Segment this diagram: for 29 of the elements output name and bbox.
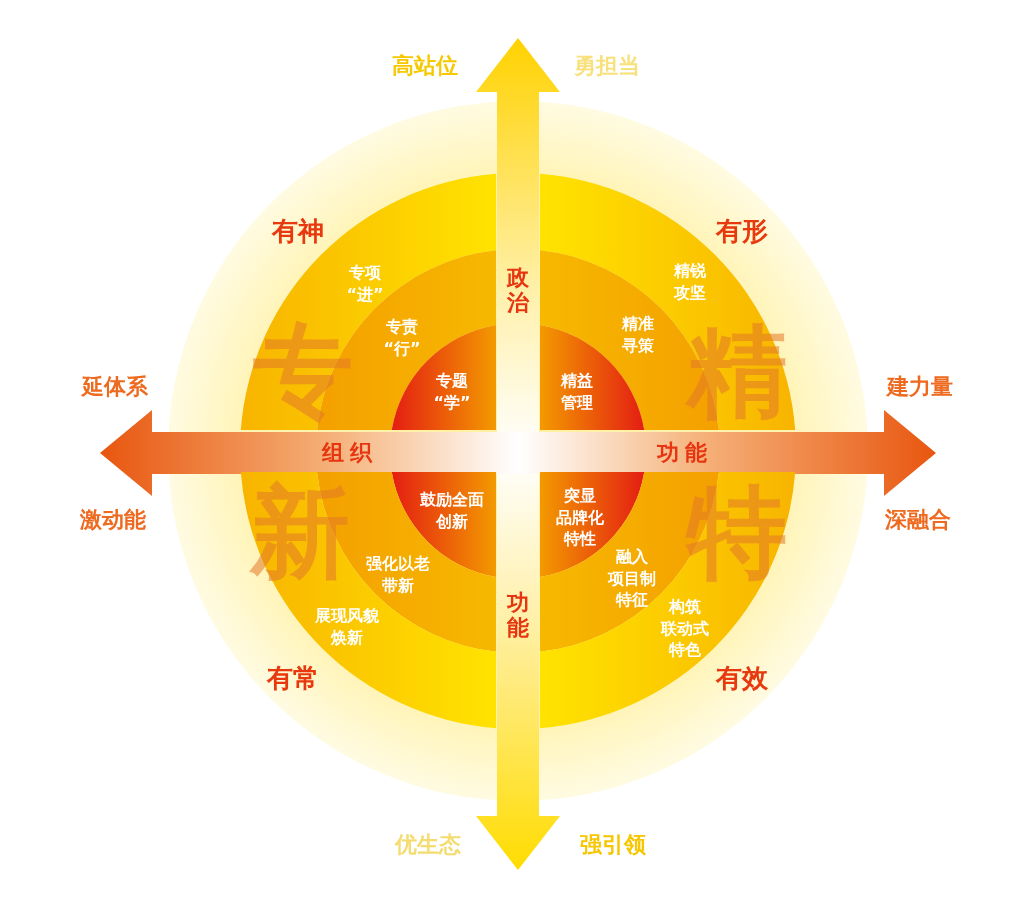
quadrant-title: 有常 xyxy=(267,665,319,691)
background-character: 特 xyxy=(687,483,787,583)
axis-label: 强引领 xyxy=(580,834,646,856)
axis-label: 激动能 xyxy=(80,509,146,531)
background-character: 专 xyxy=(253,322,353,422)
axis-label: 延体系 xyxy=(82,376,148,398)
segment-label: 专责“行” xyxy=(383,316,421,360)
segment-label: 专项“进” xyxy=(346,262,384,306)
background-character: 精 xyxy=(687,322,787,422)
segment-label: 精准寻策 xyxy=(622,313,654,357)
segment-label: 鼓励全面创新 xyxy=(420,489,484,533)
arrow-label: 功能 xyxy=(507,589,529,641)
arrow-label: 组织 xyxy=(322,440,378,466)
quadrant-title: 有神 xyxy=(272,218,324,244)
arrow-label: 功能 xyxy=(657,440,713,466)
axis-label: 勇担当 xyxy=(574,55,640,77)
segment-label: 展现风貌焕新 xyxy=(315,605,379,649)
arrow-label: 政治 xyxy=(507,264,529,316)
segment-label: 强化以老带新 xyxy=(366,553,430,597)
axis-label: 深融合 xyxy=(885,509,951,531)
segment-label: 构筑联动式特色 xyxy=(661,595,709,661)
segment-label: 精锐攻坚 xyxy=(674,260,706,304)
quadrant-title: 有效 xyxy=(716,665,768,691)
segment-label: 精益管理 xyxy=(561,370,593,414)
segment-label: 突显品牌化特性 xyxy=(556,484,604,550)
axis-label: 建力量 xyxy=(887,376,953,398)
segment-label: 专题“学” xyxy=(433,370,471,414)
quadrant-title: 有形 xyxy=(716,218,768,244)
segment-label: 融入项目制特征 xyxy=(608,545,656,611)
